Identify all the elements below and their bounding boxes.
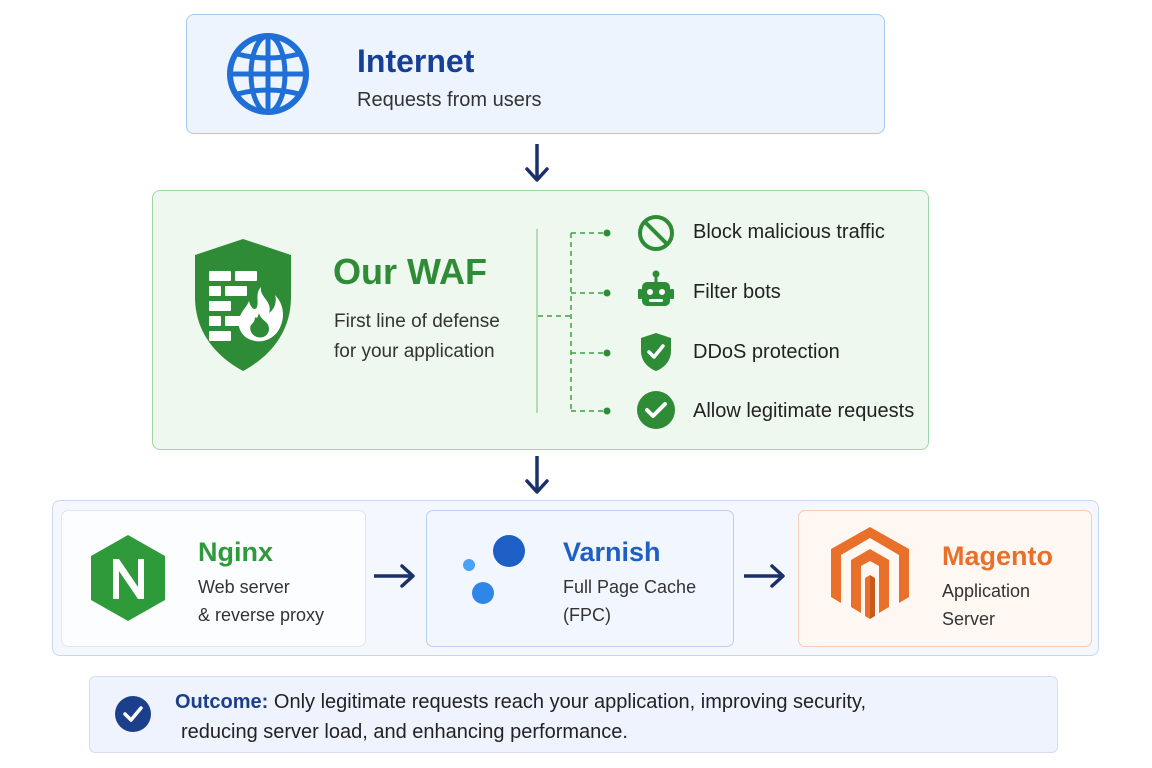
varnish-subtitle-line1: Full Page Cache <box>563 577 697 597</box>
feature-connector <box>538 229 611 415</box>
varnish-title: Varnish <box>563 537 661 567</box>
outcome-text-line1: Only legitimate requests reach your appl… <box>273 691 867 713</box>
block-icon <box>638 215 674 251</box>
server-stack: Nginx Web server & reverse proxy Varnish… <box>52 500 1099 656</box>
robot-icon <box>638 270 674 306</box>
feature-label-ddos: DDoS protection <box>693 341 840 363</box>
outcome-text-line2: reducing server load, and enhancing perf… <box>181 721 628 743</box>
outcome-text: Outcome: Only legitimate requests reach … <box>175 687 1035 747</box>
magento-subtitle-line2: Server <box>942 609 996 629</box>
arrow-right-icon <box>744 564 785 588</box>
waf-title: Our WAF <box>333 251 487 292</box>
magento-subtitle-line1: Application <box>942 581 1031 601</box>
arrow-down-icon <box>525 144 549 182</box>
nginx-logo-icon <box>91 535 165 621</box>
feature-label-bots: Filter bots <box>693 281 781 303</box>
waf-subtitle-line1: First line of defense <box>334 311 500 332</box>
arrow-right-icon <box>374 564 415 588</box>
arrow-down-icon <box>525 456 549 494</box>
magento-title: Magento <box>942 541 1053 571</box>
magento-subtitle: Application Server <box>942 577 1030 633</box>
feature-label-block: Block malicious traffic <box>693 221 885 243</box>
varnish-card: Varnish Full Page Cache (FPC) <box>426 510 734 647</box>
nginx-card: Nginx Web server & reverse proxy <box>61 510 366 647</box>
nginx-title: Nginx <box>198 537 274 567</box>
varnish-logo-icon <box>463 535 525 604</box>
magento-card: Magento Application Server <box>798 510 1092 647</box>
internet-title: Internet <box>357 43 475 79</box>
shield-firewall-icon <box>195 239 291 371</box>
outcome-label: Outcome: <box>175 691 269 713</box>
outcome-banner: Outcome: Only legitimate requests reach … <box>89 676 1058 753</box>
internet-subtitle: Requests from users <box>357 89 542 111</box>
waf-subtitle-line2: for your application <box>334 341 495 362</box>
waf-divider <box>536 229 538 413</box>
varnish-subtitle: Full Page Cache (FPC) <box>563 573 696 629</box>
waf-node: Our WAF First line of defense for your a… <box>152 190 929 450</box>
check-circle-icon <box>115 696 151 732</box>
shield-check-icon <box>641 333 671 371</box>
check-circle-icon <box>637 391 675 429</box>
internet-node: Internet Requests from users <box>186 14 885 134</box>
nginx-subtitle-line2: & reverse proxy <box>198 605 325 625</box>
feature-label-allow: Allow legitimate requests <box>693 400 915 422</box>
nginx-subtitle: Web server & reverse proxy <box>198 573 324 629</box>
varnish-subtitle-line2: (FPC) <box>563 605 611 625</box>
waf-subtitle: First line of defense for your applicati… <box>334 307 500 367</box>
globe-icon <box>227 33 309 115</box>
nginx-subtitle-line1: Web server <box>198 577 290 597</box>
magento-logo-icon <box>831 527 909 619</box>
